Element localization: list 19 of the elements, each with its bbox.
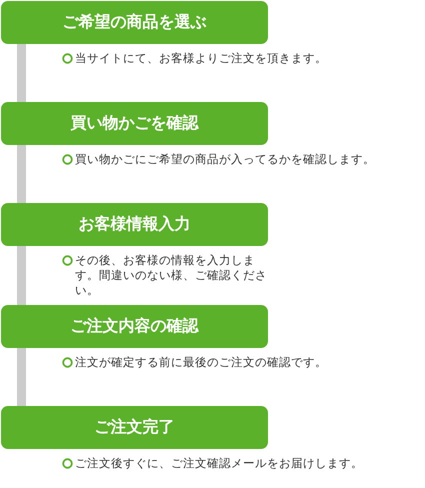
step-description: ご注文後すぐに、ご注文確認メールをお届けします。: [75, 456, 363, 471]
step-box: [1, 1, 268, 44]
connector-bar: [17, 44, 26, 102]
step-box: [1, 305, 268, 348]
step-description: その後、お客様の情報を入力します。間違いのない様、ご確認ください。: [75, 253, 268, 298]
step-title: ご注文完了: [94, 417, 174, 438]
step-box: [1, 203, 268, 246]
connector-bar: [17, 246, 26, 305]
step-title: 買い物かごを確認: [70, 113, 198, 134]
step-description: 買い物かごにご希望の商品が入ってるかを確認します。: [75, 152, 375, 167]
step-title: ご注文内容の確認: [70, 316, 198, 337]
step-box: [1, 406, 268, 449]
step-description: 注文が確定する前に最後のご注文の確認です。: [75, 355, 327, 370]
connector-bar: [17, 348, 26, 406]
step-box: [1, 102, 268, 145]
step-title: ご希望の商品を選ぶ: [62, 12, 206, 33]
step-description: 当サイトにて、お客様よりご注文を頂きます。: [75, 51, 327, 66]
connector-bar: [17, 145, 26, 203]
step-title: お客様情報入力: [78, 214, 190, 235]
